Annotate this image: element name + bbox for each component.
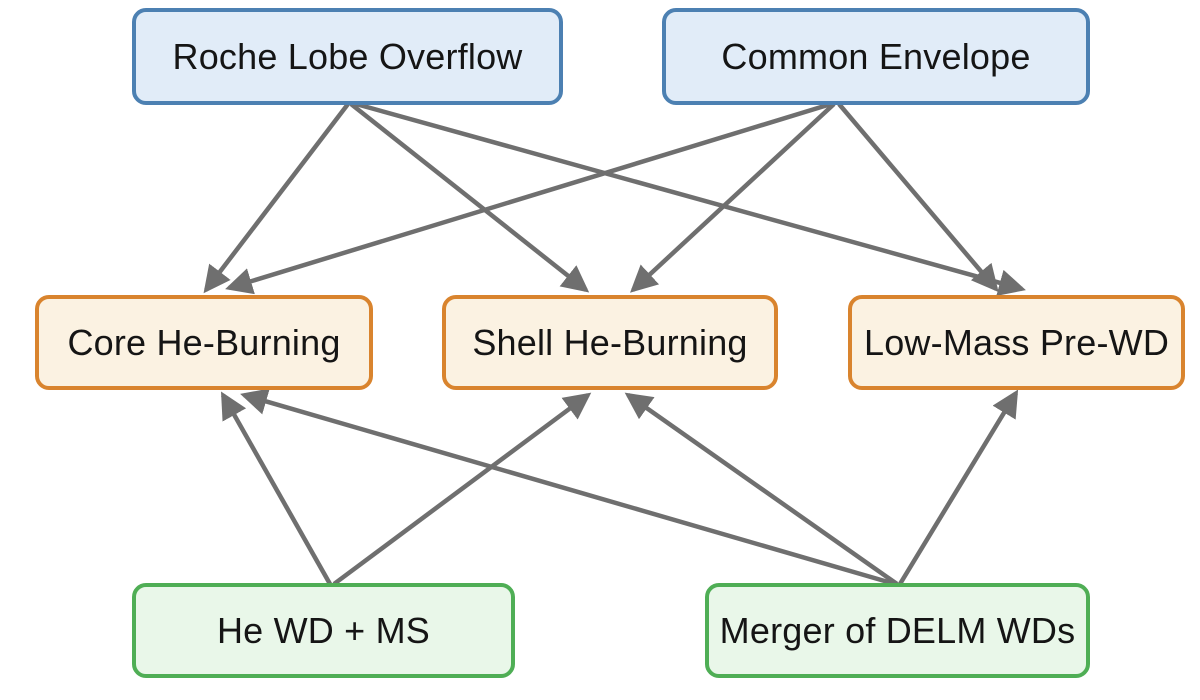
edge-rlo-to-core bbox=[203, 102, 350, 294]
node-label: Low-Mass Pre-WD bbox=[863, 321, 1170, 363]
edge-hewd-to-shell bbox=[332, 392, 592, 586]
node-label: Common Envelope bbox=[721, 35, 1031, 77]
node-label: Merger of DELM WDs bbox=[719, 609, 1076, 651]
node-label: Core He-Burning bbox=[67, 321, 341, 363]
node-merger-of-delm-wds: Merger of DELM WDs bbox=[705, 583, 1090, 678]
edge-rlo-to-lmp bbox=[355, 101, 1026, 296]
node-label: Roche Lobe Overflow bbox=[172, 35, 523, 77]
node-low-mass-pre-wd: Low-Mass Pre-WD bbox=[848, 295, 1185, 390]
edge-merger-to-shell bbox=[624, 392, 899, 586]
node-label: He WD + MS bbox=[216, 609, 431, 651]
edge-ce-to-shell bbox=[630, 102, 836, 293]
node-roche-lobe-overflow: Roche Lobe Overflow bbox=[132, 8, 563, 105]
edge-rlo-to-shell bbox=[349, 102, 590, 293]
edge-hewd-to-core bbox=[221, 391, 332, 586]
node-shell-he-burning: Shell He-Burning bbox=[442, 295, 778, 390]
edge-merger-to-core bbox=[240, 388, 896, 587]
edge-ce-to-core bbox=[225, 101, 832, 295]
node-label: Shell He-Burning bbox=[472, 321, 748, 363]
edge-ce-to-lmp bbox=[837, 102, 999, 293]
node-core-he-burning: Core He-Burning bbox=[35, 295, 373, 390]
edge-merger-to-lmp bbox=[898, 389, 1019, 586]
node-he-wd-plus-ms: He WD + MS bbox=[132, 583, 515, 678]
node-common-envelope: Common Envelope bbox=[662, 8, 1090, 105]
